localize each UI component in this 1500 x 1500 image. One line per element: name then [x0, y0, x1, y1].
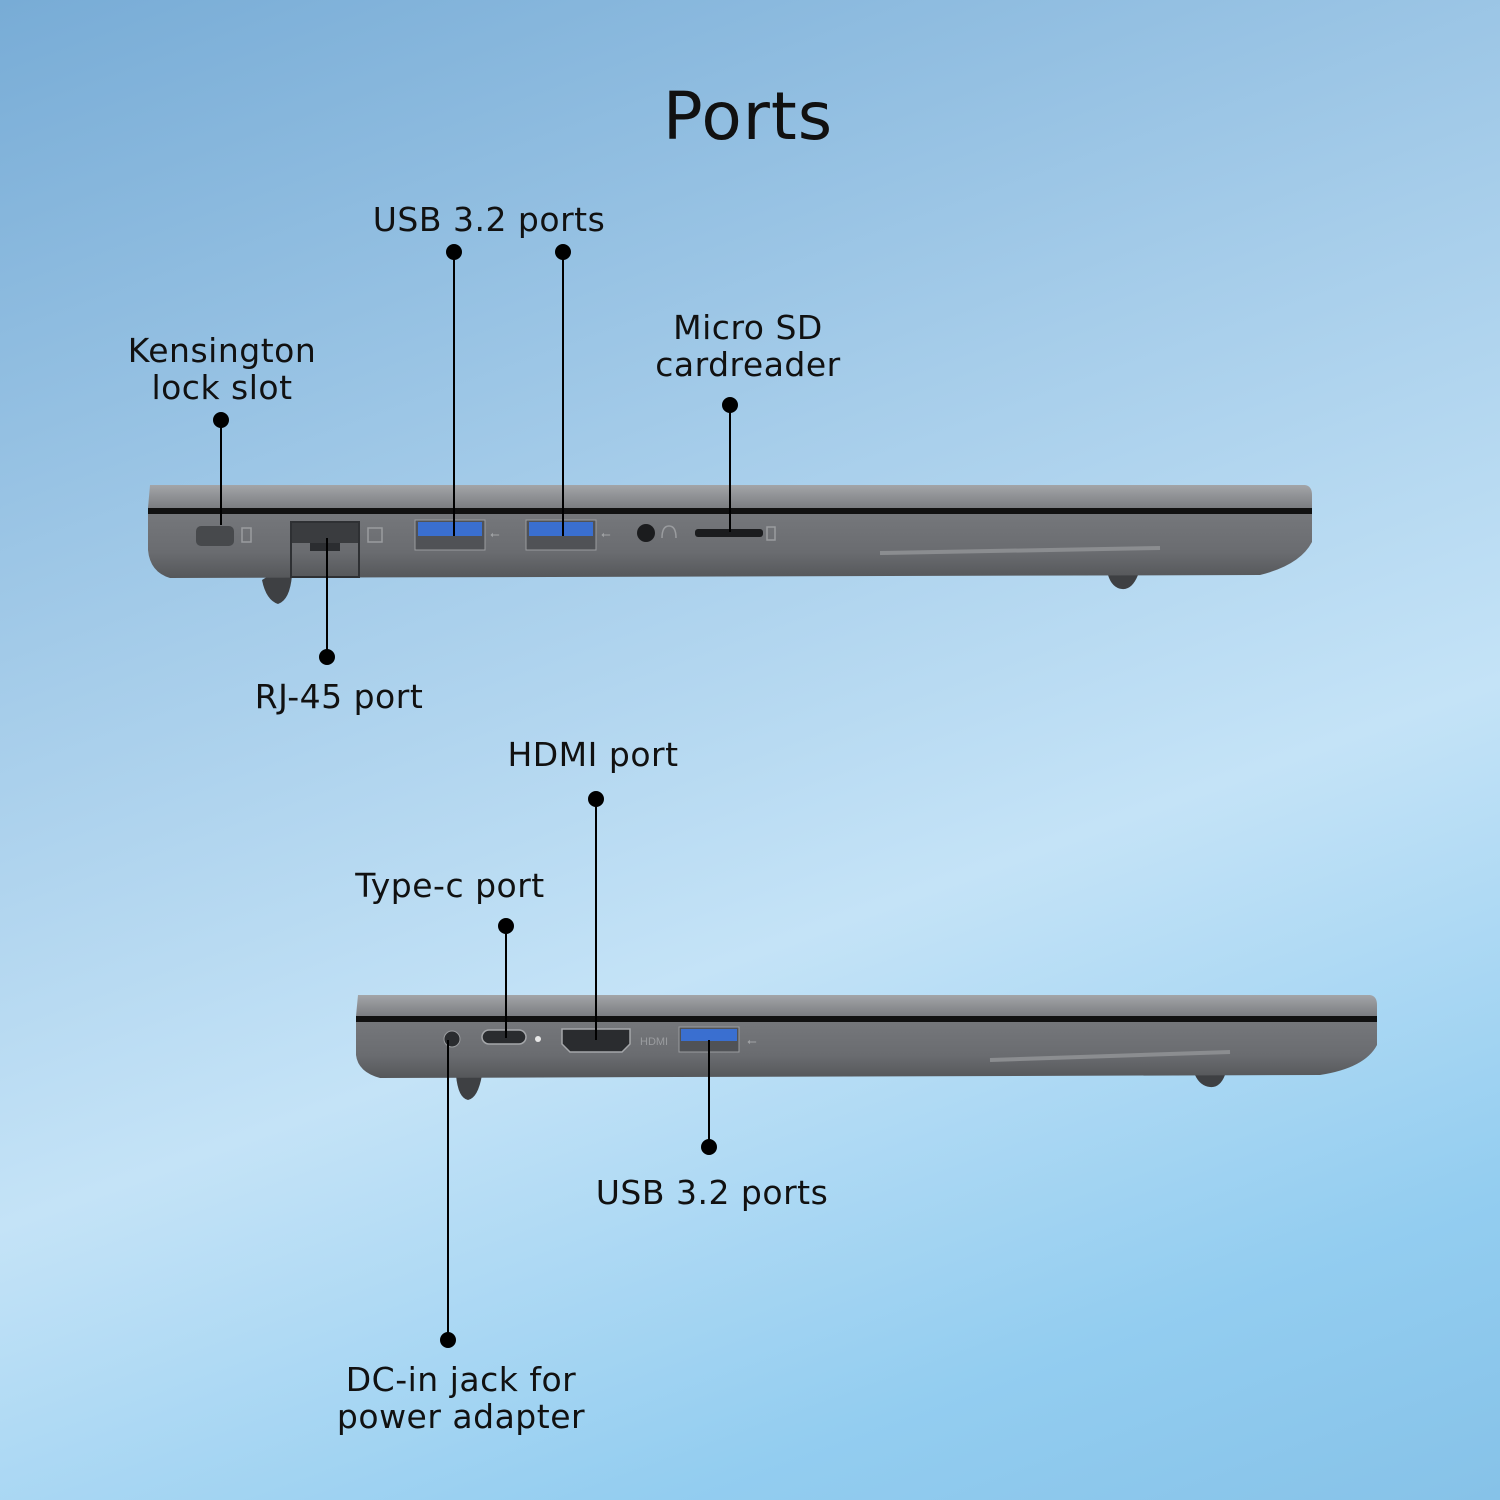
callout-dot: [213, 412, 229, 428]
callout-dot: [319, 649, 335, 665]
lock-icon: [241, 527, 252, 543]
callout-dot: [722, 397, 738, 413]
label-usb-top: USB 3.2 ports: [372, 200, 606, 239]
usb-icon: ⭠: [490, 527, 500, 541]
audio-jack: [637, 524, 655, 542]
label-typec: Type-c port: [355, 866, 545, 905]
dc-jack: [443, 1030, 461, 1048]
lid: [356, 995, 1377, 1016]
typec-port: [481, 1029, 527, 1045]
label-kensington-line2: lock slot: [151, 368, 293, 407]
headset-icon: [661, 525, 677, 539]
rj45-opening: [292, 523, 358, 543]
label-microsd-line1: Micro SD: [673, 308, 823, 347]
callout-dot: [588, 791, 604, 807]
label-microsd: Micro SD cardreader: [655, 309, 841, 383]
callout-dot: [498, 918, 514, 934]
laptop-right-side: HDMI ⭠: [356, 995, 1377, 1100]
network-icon: [367, 527, 383, 543]
label-dcin-line2: power adapter: [336, 1397, 586, 1436]
led-indicator: [535, 1036, 541, 1042]
hdmi-engraving: HDMI: [640, 1036, 668, 1048]
base-ridge: [989, 1050, 1231, 1062]
rj45-clip: [310, 543, 340, 551]
foot: [1108, 575, 1138, 590]
usb-icon: ⭠: [601, 527, 611, 541]
usb-icon: ⭠: [747, 1034, 757, 1048]
callout-dot: [555, 244, 571, 260]
label-kensington: Kensington lock slot: [128, 332, 316, 406]
label-microsd-line2: cardreader: [655, 345, 841, 384]
foot: [262, 575, 292, 604]
label-rj45: RJ-45 port: [254, 677, 424, 716]
label-hdmi: HDMI port: [507, 735, 679, 774]
label-dcin: DC-in jack for power adapter: [337, 1361, 585, 1435]
label-kensington-line1: Kensington: [127, 331, 317, 370]
usb-tongue: [529, 522, 593, 536]
rj45-port: [290, 521, 360, 578]
callout-lines: [213, 244, 738, 1348]
callout-dot: [440, 1332, 456, 1348]
kensington-slot: [196, 526, 234, 546]
label-dcin-line1: DC-in jack for: [345, 1360, 577, 1399]
seam: [356, 1016, 1377, 1022]
callout-dot: [701, 1139, 717, 1155]
usb-tongue: [418, 522, 482, 536]
base-ridge: [879, 546, 1161, 555]
page-title: Ports: [662, 78, 834, 155]
sd-icon: [766, 526, 776, 541]
hdmi-port: [561, 1028, 631, 1053]
microsd-slot: [695, 529, 763, 537]
usb-tongue: [681, 1029, 737, 1041]
foot: [1195, 1075, 1225, 1088]
foot: [456, 1075, 482, 1100]
label-usb-bottom: USB 3.2 ports: [595, 1173, 829, 1212]
callout-dot: [446, 244, 462, 260]
